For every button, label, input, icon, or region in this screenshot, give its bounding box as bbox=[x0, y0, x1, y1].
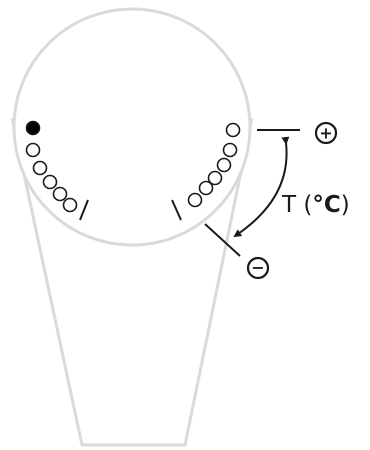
minus-symbol: − bbox=[251, 258, 264, 277]
left-indicator-dot-3 bbox=[34, 162, 47, 175]
temperature-label: T (°C) bbox=[281, 192, 350, 218]
plus-symbol: + bbox=[319, 124, 332, 143]
right-indicator-dot-2 bbox=[224, 144, 237, 157]
left-indicator-dot-5 bbox=[54, 188, 67, 201]
right-indicator-dot-3 bbox=[218, 159, 231, 172]
temperature-label-suffix: ) bbox=[341, 192, 350, 218]
temperature-unit: °C bbox=[312, 192, 340, 218]
temperature-label-prefix: T ( bbox=[281, 192, 312, 218]
left-indicator-dot-4 bbox=[44, 176, 57, 189]
right-indicator-dot-5 bbox=[200, 182, 213, 195]
plus-icon: + bbox=[316, 123, 336, 143]
right-indicator-dot-6 bbox=[189, 194, 202, 207]
minus-icon: − bbox=[248, 258, 268, 278]
dial-circle bbox=[14, 9, 250, 245]
right-indicator-dot-1 bbox=[227, 124, 240, 137]
minus-leader-line bbox=[205, 224, 240, 256]
left-indicator-dot-1 bbox=[27, 122, 40, 135]
left-indicator-dot-2 bbox=[27, 144, 40, 157]
left-indicator-dot-6 bbox=[64, 199, 77, 212]
